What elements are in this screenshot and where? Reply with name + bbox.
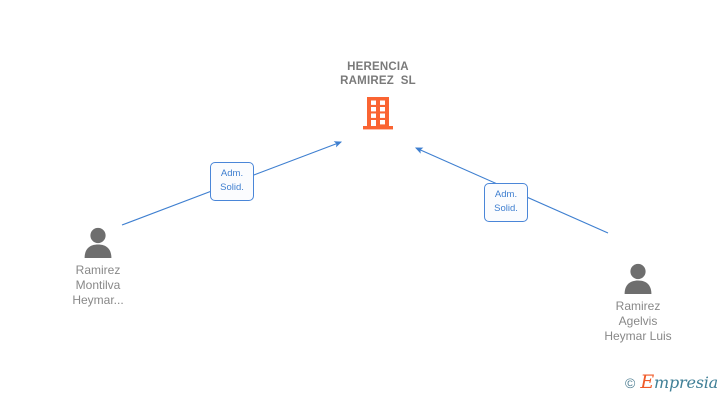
copyright-icon: © — [625, 374, 636, 391]
relation-label-right-line2: Solid. — [494, 203, 518, 214]
person-icon — [84, 227, 112, 258]
relation-label-left-line1: Adm. — [220, 168, 244, 179]
brand-initial: E — [640, 371, 654, 393]
person-name-right-line1: Ramirez — [615, 299, 661, 313]
person-node-right[interactable]: Ramirez Agelvis Heymar Luis — [573, 262, 703, 344]
relation-label-left-line2: Solid. — [220, 182, 244, 193]
person-icon-wrapper-left — [33, 226, 163, 258]
person-name-left-line1: Ramirez — [75, 263, 121, 277]
building-icon — [363, 97, 393, 130]
person-name-left: Ramirez Montilva Heymar... — [33, 263, 163, 308]
person-name-left-line3: Heymar... — [72, 293, 124, 307]
company-title-line1: HERENCIA — [347, 61, 409, 73]
person-icon — [624, 263, 652, 294]
person-name-right: Ramirez Agelvis Heymar Luis — [573, 299, 703, 344]
relation-label-right[interactable]: Adm. Solid. — [484, 183, 528, 222]
person-icon-wrapper-right — [573, 262, 703, 294]
company-node[interactable]: HERENCIA RAMIREZ SL — [303, 60, 453, 131]
building-icon-wrapper — [303, 95, 453, 131]
brand-rest: mpresia — [654, 373, 718, 392]
brand-name: Empresia — [640, 373, 718, 392]
company-title-line2: RAMIREZ SL — [340, 75, 416, 87]
person-name-left-line2: Montilva — [75, 278, 121, 292]
person-name-right-line3: Heymar Luis — [604, 329, 672, 343]
person-node-left[interactable]: Ramirez Montilva Heymar... — [33, 226, 163, 308]
person-name-right-line2: Agelvis — [618, 314, 658, 328]
watermark: © Empresia — [625, 373, 718, 392]
relation-label-left[interactable]: Adm. Solid. — [210, 162, 254, 201]
relation-label-right-line1: Adm. — [494, 189, 518, 200]
